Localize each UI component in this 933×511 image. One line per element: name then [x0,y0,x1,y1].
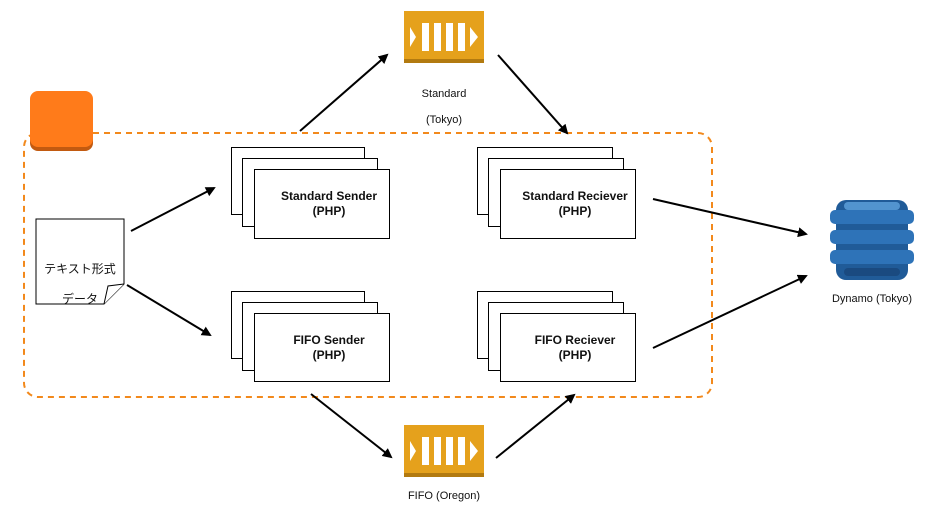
fifo-queue-caption: FIFO (Oregon) [407,490,481,502]
fifo-sender-card-front [254,313,390,382]
standard-receiver-name: Standard Reciever [522,189,628,203]
standard-receiver-label: Standard Reciever (PHP) [500,169,650,239]
group-icon [30,91,93,151]
document-label-line2: データ [61,292,98,306]
fifo-queue-icon [404,425,484,477]
fifo-receiver-label: FIFO Reciever (PHP) [500,313,650,382]
arrow-fifo-receiver-to-dynamo [652,274,808,349]
standard-queue-caption: Standard (Tokyo) [404,75,484,140]
arrow-standard-queue-to-receiver [497,54,569,135]
dynamo-icon [830,200,914,280]
fifo-receiver-name: FIFO Reciever [534,332,616,347]
fifo-sender-lang: (PHP) [312,347,346,362]
arrow-standard-receiver-to-dynamo [652,198,808,238]
fifo-sender-name: FIFO Sender [293,332,365,347]
standard-receiver-lang: (PHP) [558,204,592,218]
fifo-sender-label: FIFO Sender (PHP) [254,313,404,382]
standard-receiver-card-front [500,169,636,239]
standard-queue-icon [404,11,484,63]
standard-sender-card-front [254,169,390,239]
fifo-receiver-lang: (PHP) [558,347,592,362]
document-icon [35,218,125,305]
standard-queue-name: Standard [421,88,467,100]
arrow-fifo-queue-to-fifo-receiver [495,393,576,459]
fifo-receiver-card-front [500,313,636,382]
document-label: テキスト形式 データ [36,247,124,322]
standard-queue-region: (Tokyo) [425,114,463,126]
arrow-group-to-standard-queue [299,53,389,132]
arrow-document-to-standard-sender [130,187,216,232]
document-label-line1: テキスト形式 [44,262,116,276]
standard-sender-lang: (PHP) [312,204,346,218]
standard-sender-name: Standard Sender [280,189,378,203]
standard-sender-label: Standard Sender (PHP) [254,169,404,239]
arrow-document-to-fifo-sender [126,284,212,337]
dynamo-caption: Dynamo (Tokyo) [831,293,913,305]
arrow-fifo-sender-to-fifo-queue [310,393,393,459]
group-boundary [23,132,713,398]
